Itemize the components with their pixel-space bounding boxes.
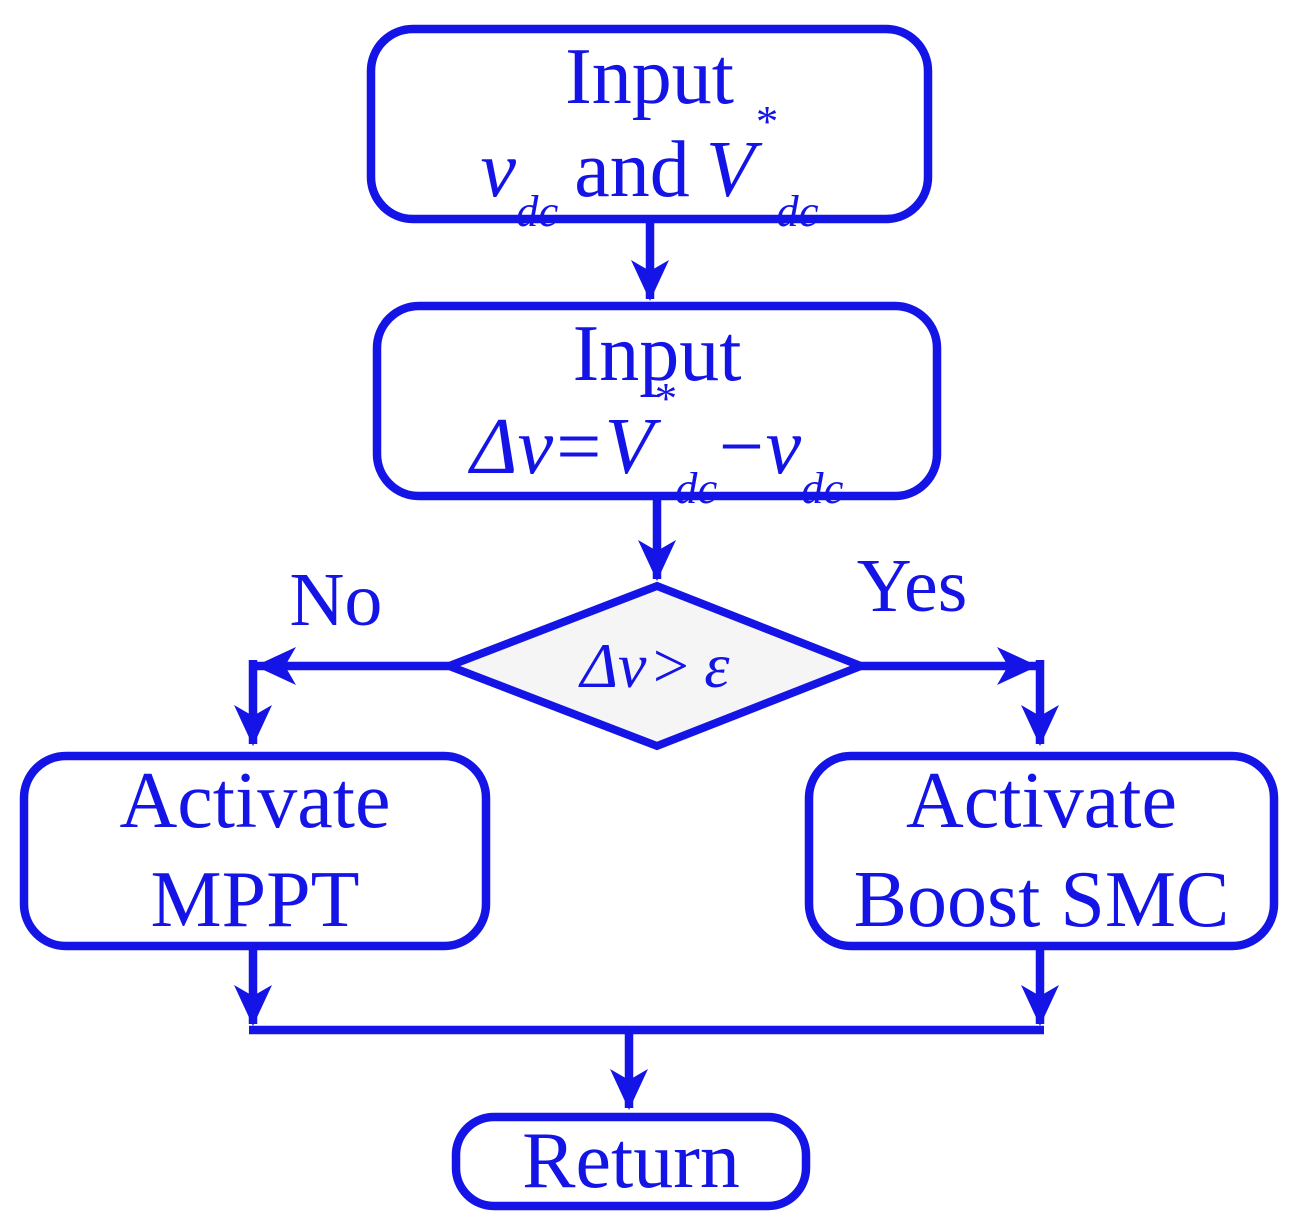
var-Vdc-ref-superscript: *: [652, 373, 675, 424]
no-text: No: [289, 557, 383, 642]
node-return-label: Return: [456, 1115, 806, 1207]
equals-sign: =: [556, 403, 602, 491]
decision-diamond: [437, 581, 872, 751]
var-delta-v: Δv: [470, 403, 554, 491]
node-input1-box: [366, 24, 933, 224]
var-vdc-subscript: dc: [516, 185, 559, 236]
conjunction-and: and: [574, 126, 690, 214]
mppt-line1: Activate: [119, 756, 391, 845]
mppt-line2: MPPT: [150, 856, 360, 944]
var-Vdc-ref-superscript: *: [753, 96, 777, 147]
greater-than-sign: >: [652, 630, 689, 701]
edge-label-no: No: [251, 555, 421, 645]
decision-condition: Δv>ε: [580, 629, 729, 703]
decision-label: Δv>ε: [455, 619, 855, 713]
smc-line1: Activate: [906, 756, 1177, 845]
node-return-box: [451, 1112, 811, 1211]
var-epsilon: ε: [704, 630, 730, 701]
yes-text: Yes: [856, 543, 968, 628]
minus-sign: −: [718, 403, 764, 491]
edge-label-yes: Yes: [827, 541, 997, 631]
smc-line2: Boost SMC: [853, 856, 1230, 944]
var-Vdc-ref-subscript: dc: [776, 185, 819, 236]
var-Vdc-ref: V: [604, 403, 654, 491]
input2-title: Input: [572, 310, 742, 399]
return-text: Return: [522, 1116, 740, 1205]
var-vdc-subscript: dc: [801, 462, 844, 513]
node-input2-box: [372, 301, 942, 501]
node-activate-boost-smc-label: Activate Boost SMC: [809, 756, 1274, 946]
input2-formula: Δv=V* dc−vdc: [470, 376, 844, 510]
node-input2-label: Input Δv=V* dc−vdc: [377, 308, 937, 510]
input1-title: Input: [565, 33, 734, 122]
var-vdc: v: [480, 126, 516, 214]
node-activate-mppt-label: Activate MPPT: [24, 756, 486, 946]
var-Vdc-ref-subscript: dc: [674, 462, 718, 513]
var-Vdc-ref: V: [705, 126, 755, 214]
var-vdc: v: [765, 403, 802, 491]
var-delta-v: Δv: [580, 630, 647, 701]
